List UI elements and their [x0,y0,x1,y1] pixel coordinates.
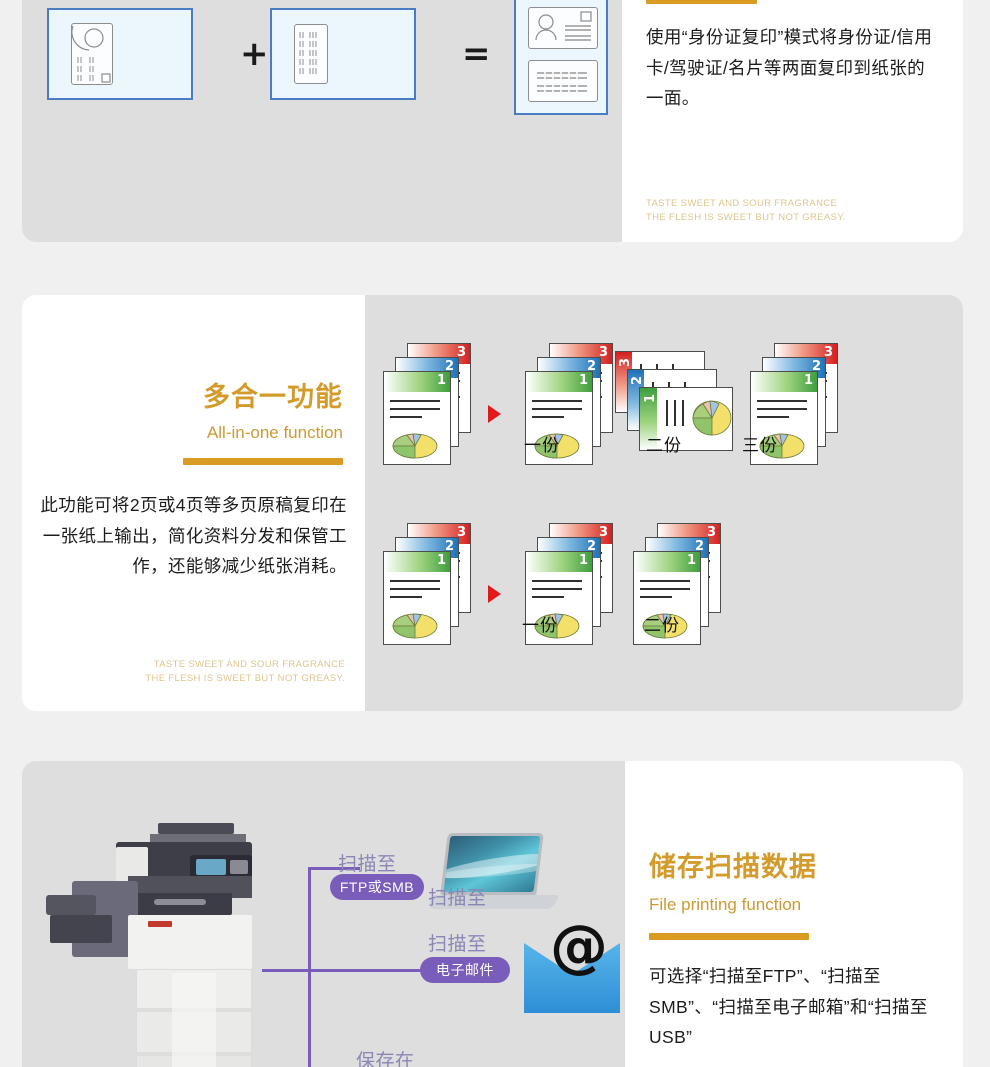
sheet-page-1: 1 [383,371,451,465]
scan-title-cn: 储存扫描数据 [649,852,817,882]
sheet-page-1: 1 [383,551,451,645]
source-document-stack-row1: 3 2 1 [383,343,473,473]
all-in-one-caption: TASTE SWEET AND SOUR FRAGRANCE THE FLESH… [145,659,345,684]
source-document-stack-row2: 3 2 1 [383,523,473,653]
output-text-row-icon [528,60,598,102]
email-envelope-icon: @ [524,917,620,1013]
id-card-front-icon [71,23,113,85]
id-card-diagram-area: + [22,0,622,242]
connector-branch-email [262,969,442,972]
accent-bar-scan [649,933,809,940]
panel-id-card-copy: + [22,0,963,242]
accent-bar-idcard [646,0,757,4]
all-in-one-diagram-area: 3 2 1 [365,295,963,711]
id-card-back-artwork [299,32,317,74]
all-in-one-title-cn: 多合一功能 [203,382,343,412]
output-stack-row2-one-copy: 3 2 1 [525,523,615,653]
sheet-page-1: 1 [525,371,593,465]
flow-arrow-row2 [488,585,501,603]
output-stack-row1-two-copies: 3 2 1 [615,343,740,473]
sheet-page-1: 1 [525,551,593,645]
id-card-caption: TASTE SWEET AND SOUR FRAGRANCE THE FLESH… [646,198,846,223]
equals-operator: = [462,34,491,74]
at-symbol-icon: @ [550,912,608,980]
pie-chart-icon [759,433,805,459]
combined-card-output-icon [528,7,598,49]
id-card-back-original [270,8,416,100]
scan-body-text: 可选择“扫描至FTP”、“扫描至SMB”、“扫描至电子邮箱”和“扫描至USB” [649,966,928,1048]
id-card-front-original [47,8,193,100]
connector-branch-printer [262,969,265,972]
multifunction-printer-image [32,823,292,1067]
output-stack-row2-two-copies: 3 2 1 [633,523,723,653]
scan-to-label-ftp: 扫描至 [338,854,397,875]
output-text-row-artwork [537,70,587,94]
copy-count-label-row2-1: 一份 [522,616,558,635]
scan-text-area: 储存扫描数据 File printing function 可选择“扫描至FTP… [625,761,963,1067]
laptop-icon [422,833,562,925]
copy-count-label-row1-1: 一份 [524,436,560,455]
output-photo-row-artwork [535,11,592,41]
copy-count-label-row2-2: 二份 [644,616,680,635]
scan-to-label-email-2: 扫描至 [428,934,487,955]
id-card-front-artwork [72,25,111,83]
plus-operator: + [240,34,269,74]
sheet-landscape-1: 1 [639,387,733,451]
id-card-back-icon [294,24,328,84]
pie-chart-icon [392,433,438,459]
copy-count-label-row1-2: 二份 [646,436,682,455]
accent-bar-all-in-one [183,458,343,465]
all-in-one-text-area: 多合一功能 All-in-one function 此功能可将2页或4页等多页原… [22,295,365,711]
scan-to-label-email: 扫描至 [428,888,487,909]
output-stack-row1-three-copies: 3 2 1 [750,343,840,473]
copy-count-label-row1-3: 三份 [742,436,778,455]
all-in-one-title-en: All-in-one function [206,423,343,442]
all-in-one-body-text: 此功能可将2页或4页等多页原稿复印在一张纸上输出，简化资料分发和保管工作，还能够… [40,495,347,577]
pie-chart-icon [534,433,580,459]
scan-diagram-area: 扫描至 FTP或SMB 扫描至 电子邮件 扫描至 @ 保存在 [22,761,625,1067]
scan-title-en: File printing function [649,895,802,914]
connector-branch-ftp [308,867,360,870]
id-card-combined-output [514,0,608,115]
scan-to-label-save: 保存在 [356,1051,415,1067]
pie-chart-icon [534,613,580,639]
pie-chart-icon [392,613,438,639]
connector-trunk-vertical [308,867,311,1067]
sheet-page-1: 1 [633,551,701,645]
destination-pill-email[interactable]: 电子邮件 [420,957,510,983]
flow-arrow-row1 [488,405,501,423]
pie-chart-icon [692,400,732,436]
destination-pill-ftp-smb[interactable]: FTP或SMB [330,874,424,900]
id-card-body-text: 使用“身份证复印”模式将身份证/信用卡/驾驶证/名片等两面复印到纸张的一面。 [646,27,933,109]
sheet-page-1: 1 [750,371,818,465]
panel-all-in-one: 多合一功能 All-in-one function 此功能可将2页或4页等多页原… [22,295,963,711]
pie-chart-icon [642,613,688,639]
panel-store-scan-data: 扫描至 FTP或SMB 扫描至 电子邮件 扫描至 @ 保存在 [22,761,963,1067]
id-card-text-area: 使用“身份证复印”模式将身份证/信用卡/驾驶证/名片等两面复印到纸张的一面。 T… [622,0,963,242]
output-stack-row1-one-copy: 3 2 1 [525,343,615,473]
brand-mark [148,921,172,927]
